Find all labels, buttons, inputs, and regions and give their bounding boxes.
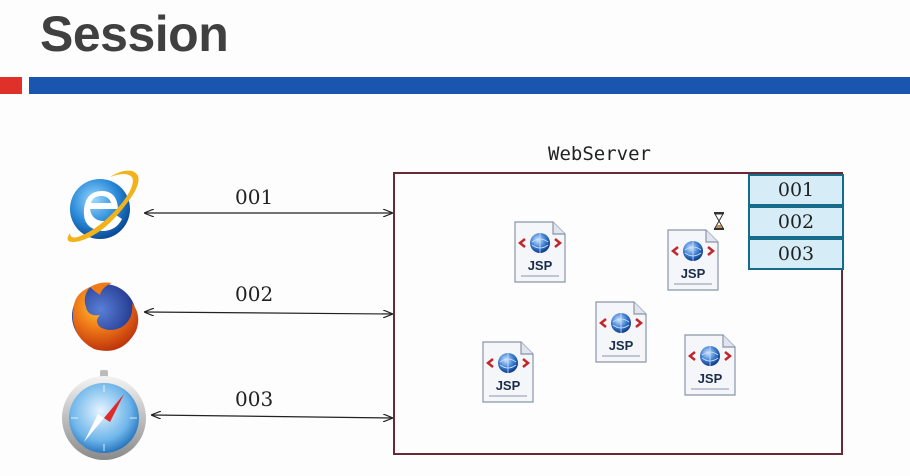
session-id-2: 002 [748,206,844,238]
connection-arrow-3 [152,415,392,418]
jsp-label: JSP [528,258,553,273]
session-id-1: 001 [748,174,844,206]
jsp-label: JSP [609,338,634,353]
webserver-label: WebServer [548,143,651,165]
connection-arrow-2 [145,312,392,314]
title-accent-red [0,77,22,94]
connection-label-1: 001 [235,185,274,209]
jsp-file-icon: JSP [684,334,736,396]
jsp-label: JSP [496,378,521,393]
jsp-file-icon: JSP [595,301,647,363]
title-accent-blue [29,77,910,94]
jsp-label: JSP [681,266,706,281]
jsp-file-icon: JSP [667,229,719,291]
webserver-box [393,172,843,455]
connection-label-3: 003 [235,387,274,411]
session-id-3: 003 [748,238,844,270]
jsp-file-icon: JSP [482,341,534,403]
jsp-file-icon: JSP [514,221,566,283]
safari-icon [62,370,146,460]
firefox-icon [72,282,139,351]
internet-explorer-icon [67,170,139,242]
slide-title: Session [40,6,229,62]
connection-label-2: 002 [235,282,274,306]
hourglass-icon [714,212,724,230]
jsp-label: JSP [698,371,723,386]
